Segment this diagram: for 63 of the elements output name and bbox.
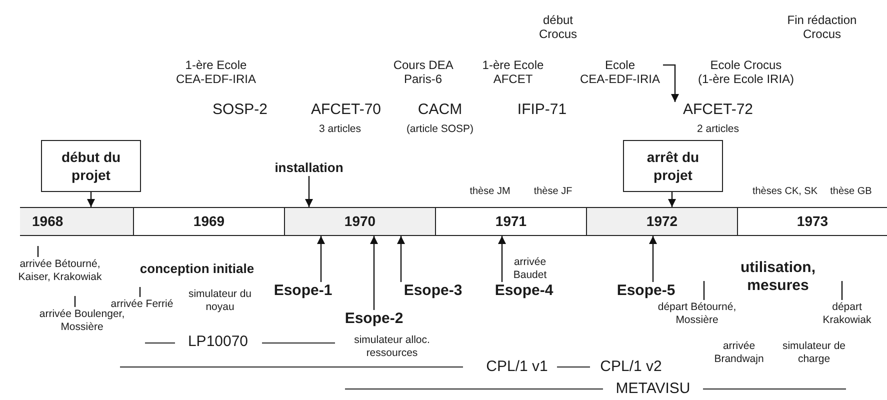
timeline-label: 3 articles — [318, 123, 362, 136]
event-label: départ Krakowiak — [812, 301, 882, 326]
leader-line — [74, 296, 76, 307]
timeline-label: conception initiale — [138, 261, 256, 277]
timeline-label: 1-ère Ecole AFCET — [481, 58, 545, 86]
leader-line — [841, 281, 843, 300]
arrow — [87, 192, 95, 207]
timeline-label: thèse JM — [468, 186, 512, 198]
milestone-box: arrêt du projet — [623, 140, 723, 192]
version-label: Esope-1 — [268, 282, 338, 300]
year-cell: 1970 — [284, 207, 435, 236]
event-label: arrivée Bétourné, Kaiser, Krakowiak — [10, 258, 110, 283]
timeline-label: arrivée Baudet — [512, 256, 548, 281]
arrow — [397, 236, 405, 282]
timeline-label: 1-ère Ecole CEA-EDF-IRIA — [174, 58, 257, 86]
version-label: Esope-3 — [398, 282, 468, 300]
leader-line — [139, 287, 141, 297]
version-label: Esope-2 — [339, 310, 409, 328]
timeline-label: Fin rédaction Crocus — [786, 13, 858, 41]
timeline-label: CPL/1 v2 — [599, 358, 663, 375]
timeline-label: SOSP-2 — [211, 101, 269, 118]
timeline-label: début Crocus — [538, 13, 578, 41]
year-cell: 1971 — [435, 207, 586, 236]
timeline-label: simulateur alloc. ressources — [353, 334, 431, 359]
timeline-label: CPL/1 v1 — [485, 358, 549, 375]
arrow — [498, 236, 506, 282]
timeline-label: LP10070 — [186, 333, 250, 350]
timeline-label: (article SOSP) — [405, 123, 475, 136]
timeline-label: IFIP-71 — [516, 101, 568, 118]
timeline-label: thèse JF — [532, 186, 574, 198]
timeline-label: thèse GB — [829, 186, 873, 198]
event-label: départ Bétourné, Mossière — [642, 301, 752, 326]
timeline-label: simulateur du noyau — [187, 288, 253, 313]
milestone-box: début du projet — [41, 140, 141, 192]
year-cell: 1969 — [133, 207, 284, 236]
event-label: AFCET-72 — [673, 101, 763, 118]
leader-line — [37, 246, 39, 257]
timeline-label: simulateur de charge — [781, 340, 847, 365]
event-label: arrivée Boulenger, Mossière — [27, 308, 137, 333]
arrow — [668, 192, 676, 207]
timeline-label: Cours DEA Paris-6 — [392, 58, 454, 86]
arrow — [317, 236, 325, 282]
timeline-label: CACM — [416, 101, 464, 118]
arrow — [649, 236, 657, 282]
event-label: installation — [264, 160, 354, 176]
timeline-label: thèses CK, SK — [751, 186, 819, 198]
event-label: arrivée Ferrié — [107, 298, 177, 310]
timeline-label: METAVISU — [614, 380, 692, 397]
arrow — [370, 236, 378, 310]
arrow — [663, 64, 679, 102]
leader-line — [703, 281, 705, 300]
year-cell: 1973 — [737, 207, 887, 236]
version-label: Esope-4 — [489, 282, 559, 300]
timeline-label: arrivée Brandwajn — [713, 340, 765, 365]
arrow — [305, 176, 313, 207]
version-label: Esope-5 — [611, 282, 681, 300]
event-label: Ecole CEA-EDF-IRIA — [578, 58, 662, 86]
timeline-label: 2 articles — [696, 123, 740, 136]
year-cell: 1972 — [586, 207, 737, 236]
timeline-label: AFCET-70 — [310, 101, 382, 118]
timeline-label: utilisation, mesures — [740, 259, 816, 295]
year-cell: 1968 — [20, 207, 133, 236]
timeline-label: Ecole Crocus (1-ère Ecole IRIA) — [696, 58, 796, 86]
